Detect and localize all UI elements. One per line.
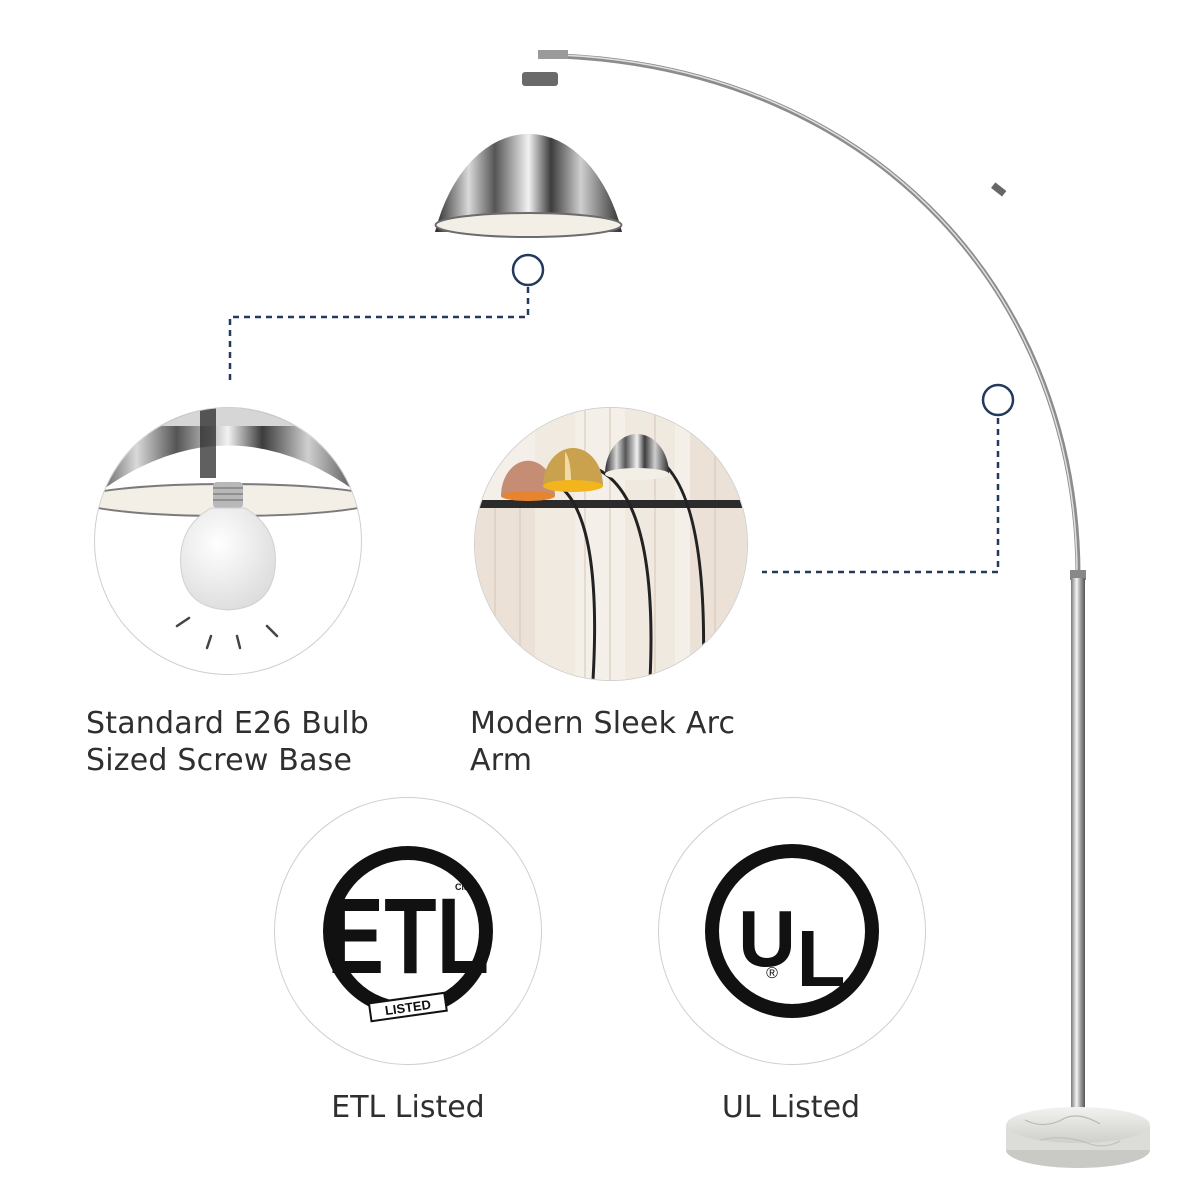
ul-label: UL Listed	[721, 1090, 861, 1125]
lamp-trio-photo	[475, 408, 747, 680]
ul-logo-l: L	[797, 914, 846, 1003]
arc-label-line-1: Modern Sleek Arc	[470, 706, 736, 741]
ul-logo: U L ®	[705, 844, 879, 1018]
shade-socket	[522, 72, 558, 86]
arm-tip	[538, 50, 568, 59]
bulb-feature-label: Standard E26 Bulb Sized Screw Base	[86, 705, 369, 779]
ul-logo-circle: U L ®	[658, 797, 926, 1065]
arm-joint	[991, 182, 1007, 197]
bulb-icon	[95, 408, 361, 650]
bulb-feature-circle	[94, 407, 362, 675]
light-rays-icon	[175, 616, 279, 650]
etl-logo: ETL CM LISTED	[323, 846, 493, 1023]
pole-collar	[1070, 570, 1086, 580]
arm-hotspot	[981, 383, 1015, 417]
bulb-label-line-2: Sized Screw Base	[86, 743, 353, 778]
shade-interior	[435, 213, 622, 237]
ul-registered-mark: ®	[766, 965, 778, 982]
etl-logo-text: ETL	[327, 876, 489, 996]
bulb-label-line-1: Standard E26 Bulb	[86, 706, 370, 741]
etl-listed-badge: LISTED	[384, 997, 432, 1018]
marble-base-top	[1006, 1107, 1150, 1143]
shade-hotspot	[511, 253, 545, 287]
bulb-connector-line	[228, 287, 530, 380]
dome-shade	[435, 133, 622, 232]
arc-feature-label: Modern Sleek Arc Arm	[470, 705, 735, 779]
arc-label-line-2: Arm	[470, 743, 533, 778]
etl-cm-mark: CM	[455, 882, 469, 892]
lamp-pole	[1071, 578, 1085, 1123]
ul-logo-u: U	[738, 894, 796, 983]
etl-logo-circle: ETL CM LISTED	[274, 797, 542, 1065]
arc-connector-line	[762, 418, 1000, 574]
arc-feature-circle	[474, 407, 748, 681]
etl-label: ETL Listed	[331, 1090, 485, 1125]
